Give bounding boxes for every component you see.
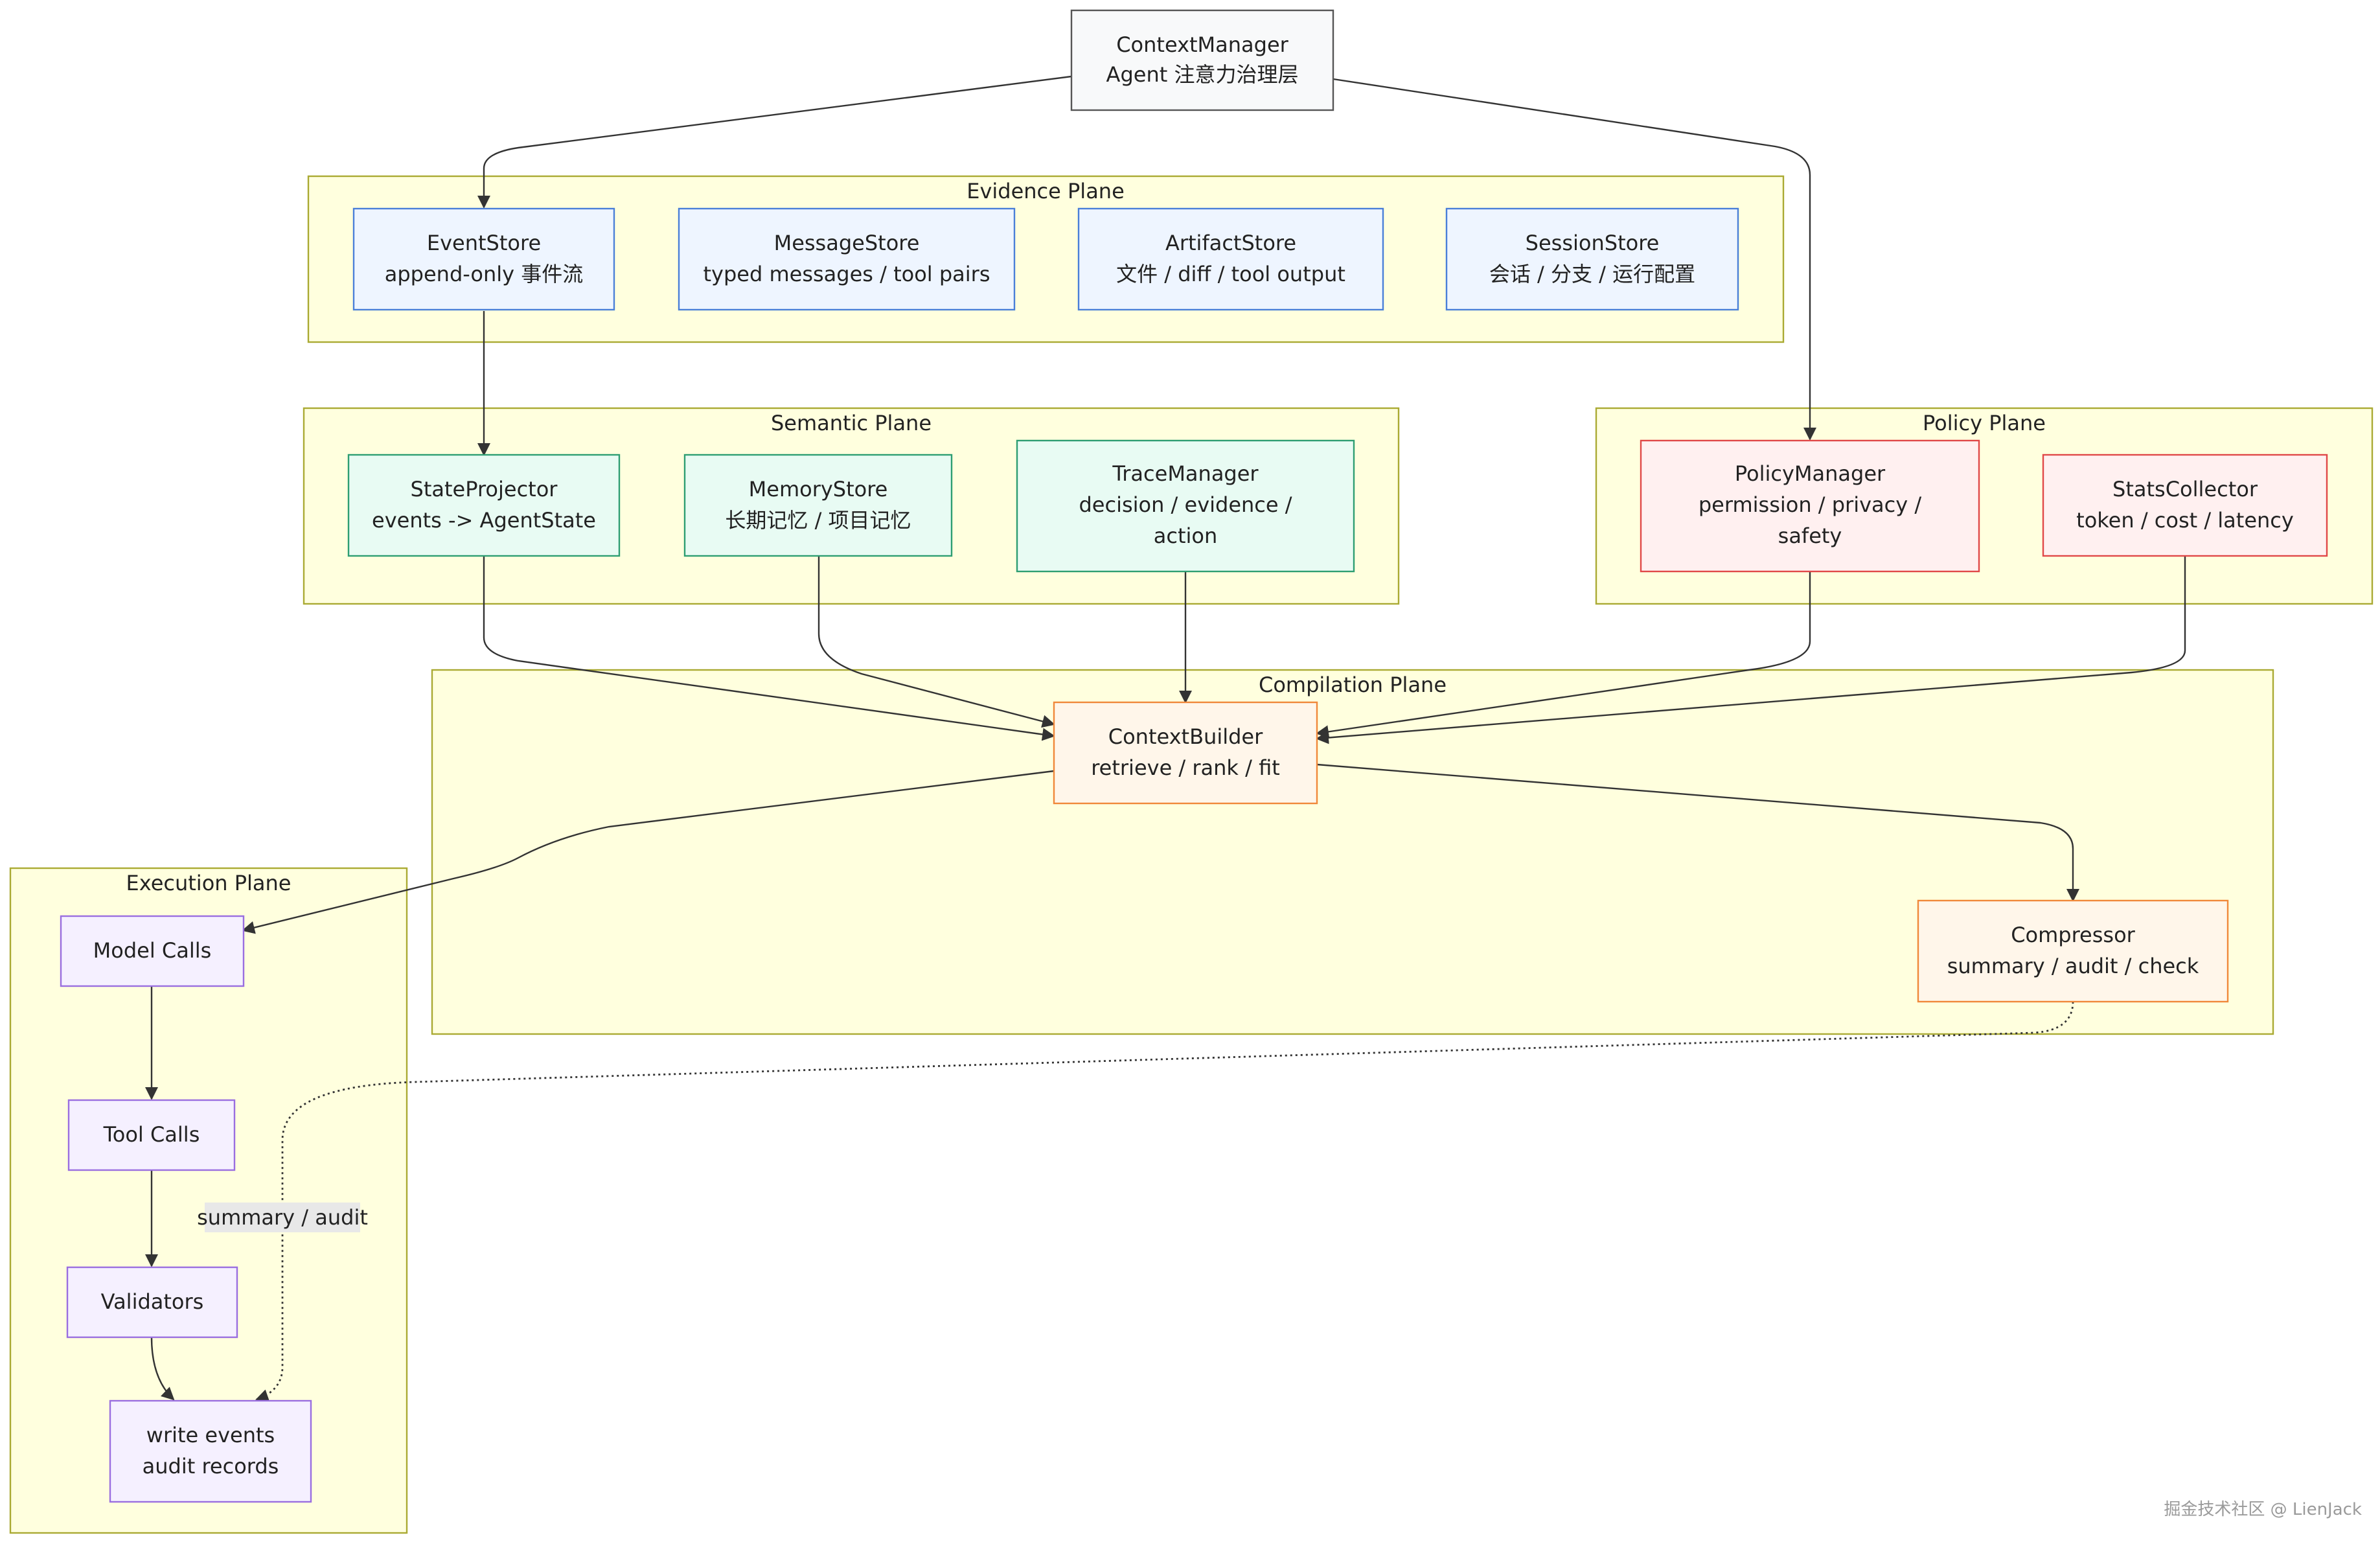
edge-label-background [205,1203,360,1232]
svg-text:summary / audit / check: summary / audit / check [1947,954,2199,978]
edge-root-to-eventstore [477,75,1072,209]
node-write-events[interactable]: write events audit records [109,1399,312,1503]
svg-text:events -> AgentState: events -> AgentState [372,508,596,533]
edges: summary / audit [145,75,2186,1402]
edge-statscollector-to-contextbuilder [1316,556,2186,744]
svg-text:typed messages / tool pairs: typed messages / tool pairs [704,262,990,286]
node-context-builder[interactable]: ContextBuilder retrieve / rank / fit [1053,701,1318,805]
execution-plane-title: Execution Plane [126,871,292,895]
svg-text:StatsCollector: StatsCollector [2112,477,2258,501]
edge-validators-to-writeevents [150,1337,175,1401]
node-context-manager[interactable]: ContextManager Agent 注意力治理层 [1070,9,1334,111]
semantic-plane-title: Semantic Plane [771,411,932,435]
watermark: 掘金技术社区 @ LienJack [2164,1500,2362,1519]
edge-label-summary-audit: summary / audit [197,1205,368,1230]
node-tool-calls[interactable]: Tool Calls [67,1099,236,1171]
svg-text:TraceManager: TraceManager [1112,461,1259,486]
svg-text:ContextManager: ContextManager [1116,32,1288,57]
svg-text:decision / evidence /: decision / evidence / [1079,492,1292,517]
svg-text:ContextBuilder: ContextBuilder [1108,724,1263,749]
node-model-calls[interactable]: Model Calls [60,915,245,987]
edge-root-to-policymanager [1333,78,1816,441]
svg-text:MessageStore: MessageStore [774,231,920,255]
svg-text:Agent 注意力治理层: Agent 注意力治理层 [1106,62,1299,87]
compilation-plane-title: Compilation Plane [1259,673,1447,697]
svg-text:PolicyManager: PolicyManager [1735,461,1886,486]
edge-contextbuilder-to-compressor [1316,763,2079,902]
svg-text:audit records: audit records [143,1454,279,1479]
svg-text:文件 / diff / tool output: 文件 / diff / tool output [1116,262,1345,286]
svg-text:Model Calls: Model Calls [93,938,212,963]
svg-text:SessionStore: SessionStore [1526,231,1660,255]
svg-text:token / cost / latency: token / cost / latency [2076,508,2294,533]
edge-stateprojector-to-contextbuilder [483,556,1055,741]
node-compressor[interactable]: Compressor summary / audit / check [1917,899,2229,1003]
node-validators[interactable]: Validators [66,1266,238,1339]
edge-compressor-to-writeevents [255,1001,2074,1402]
node-trace-manager[interactable]: TraceManager decision / evidence / actio… [1016,439,1355,573]
node-stats-collector[interactable]: StatsCollector token / cost / latency [2042,454,2328,557]
node-artifact-store[interactable]: ArtifactStore 文件 / diff / tool output [1077,207,1384,311]
svg-text:append-only 事件流: append-only 事件流 [385,262,584,286]
node-state-projector[interactable]: StateProjector events -> AgentState [347,454,621,557]
svg-text:EventStore: EventStore [427,231,541,255]
svg-text:会话 / 分支 / 运行配置: 会话 / 分支 / 运行配置 [1489,262,1695,286]
svg-text:permission / privacy /: permission / privacy / [1699,492,1921,517]
node-session-store[interactable]: SessionStore 会话 / 分支 / 运行配置 [1445,207,1739,311]
svg-text:StateProjector: StateProjector [411,477,558,501]
edge-memorystore-to-contextbuilder [818,556,1055,728]
node-message-store[interactable]: MessageStore typed messages / tool pairs [678,207,1016,311]
svg-text:action: action [1154,524,1218,548]
node-memory-store[interactable]: MemoryStore 长期记忆 / 项目记忆 [683,454,953,557]
svg-text:MemoryStore: MemoryStore [749,477,888,501]
svg-text:Compressor: Compressor [2011,923,2135,947]
svg-text:write events: write events [146,1423,275,1447]
svg-text:safety: safety [1778,524,1842,548]
svg-text:长期记忆 / 项目记忆: 长期记忆 / 项目记忆 [725,508,911,533]
svg-text:Tool Calls: Tool Calls [103,1122,200,1147]
svg-text:Validators: Validators [101,1289,204,1314]
edge-policymanager-to-contextbuilder [1316,571,1811,739]
policy-plane-title: Policy Plane [1923,411,2046,435]
svg-text:retrieve / rank / fit: retrieve / rank / fit [1091,755,1280,780]
node-event-store[interactable]: EventStore append-only 事件流 [352,207,615,311]
svg-text:ArtifactStore: ArtifactStore [1165,231,1296,255]
node-policy-manager[interactable]: PolicyManager permission / privacy / saf… [1640,439,1980,573]
evidence-plane-title: Evidence Plane [967,179,1125,203]
edge-contextbuilder-to-modelcalls [242,770,1055,934]
